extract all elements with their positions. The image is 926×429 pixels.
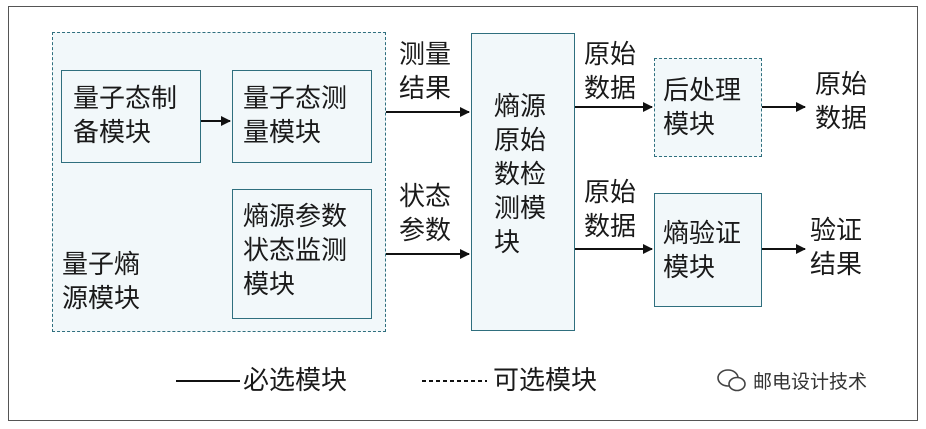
edge-label-raw-data-2: 原始 数据 bbox=[584, 178, 637, 242]
legend-required-label: 必选模块 bbox=[243, 366, 348, 396]
wechat-icon bbox=[717, 369, 746, 392]
param-monitor-label: 熵源参数 状态监测 模块 bbox=[243, 202, 348, 300]
entropy-verify-label: 熵验证 模块 bbox=[663, 219, 742, 283]
raw-data-detection-label: 熵源 原始 数检 测模 块 bbox=[494, 92, 547, 258]
state-prep-label: 量子态制 备模块 bbox=[73, 84, 178, 148]
edge-label-state-params: 状态 参数 bbox=[399, 182, 452, 246]
edge-label-measure-result: 测量 结果 bbox=[399, 40, 452, 104]
group-label: 量子熵 源模块 bbox=[62, 250, 141, 314]
raw-data-detection-module bbox=[471, 33, 575, 331]
state-measure-label: 量子态测 量模块 bbox=[243, 84, 348, 148]
post-processing-module bbox=[654, 58, 762, 157]
watermark-text: 邮电设计技术 bbox=[753, 371, 868, 393]
edge-label-raw-data-1: 原始 数据 bbox=[584, 40, 637, 104]
entropy-verify-module bbox=[654, 193, 762, 307]
legend-optional-label: 可选模块 bbox=[493, 366, 598, 396]
edge-label-raw-data-out: 原始 数据 bbox=[815, 70, 868, 134]
state-prep-module bbox=[61, 70, 201, 163]
param-monitor-module bbox=[232, 189, 372, 319]
edge-label-verify-result: 验证 结果 bbox=[810, 216, 863, 280]
figure-frame bbox=[8, 6, 918, 421]
post-processing-label: 后处理 模块 bbox=[663, 76, 742, 140]
state-measure-module bbox=[232, 70, 372, 163]
